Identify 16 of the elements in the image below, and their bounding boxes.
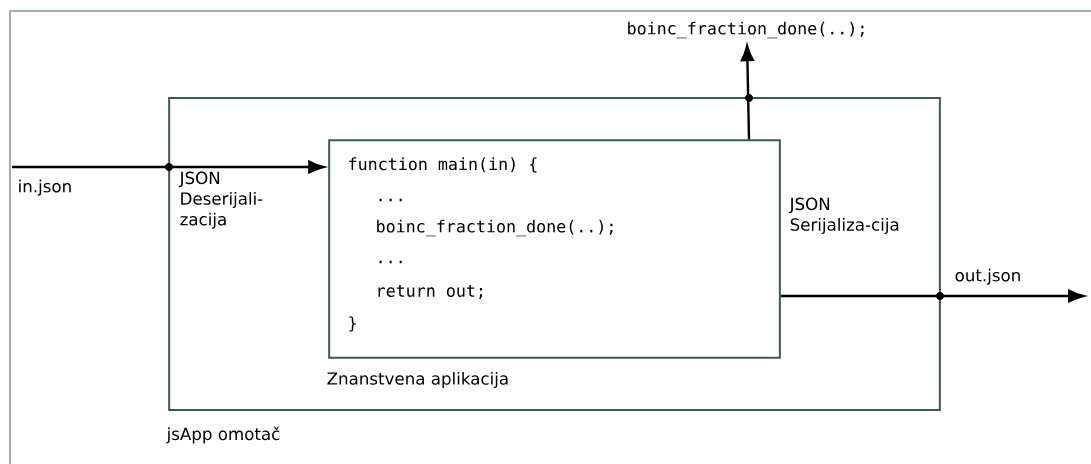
code-line: ... [379, 260, 402, 264]
signal-label: out.json [955, 268, 1020, 285]
function-call-text: boinc_fraction_done(..); [628, 21, 864, 39]
code-line: function main(in) { [349, 157, 537, 173]
code-line: ... [379, 198, 402, 202]
signal-label: in.json [19, 179, 71, 196]
code-line: } [349, 316, 356, 332]
code-line: boinc_fraction_done(..); [377, 219, 613, 237]
application-box [327, 139, 781, 389]
arrow [12, 160, 325, 174]
box-caption: jsApp omotač [166, 426, 280, 444]
box-caption: Znanstvena aplikacija [327, 371, 508, 389]
wrapper-box [166, 97, 941, 444]
code-line: return out; [378, 285, 483, 300]
signal-label: JSON Deserijali-zacija [178, 171, 263, 229]
arrow [780, 289, 1085, 303]
